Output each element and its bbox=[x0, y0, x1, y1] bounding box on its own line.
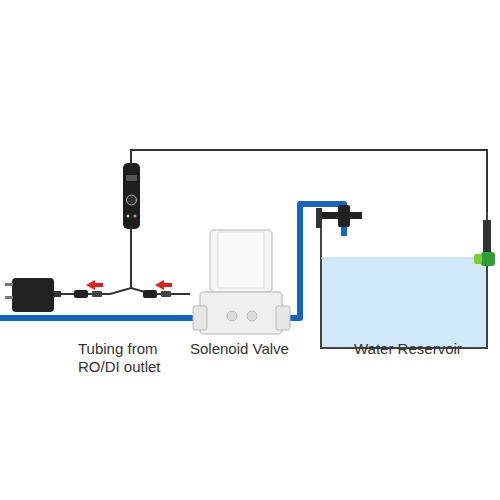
controller-cable bbox=[130, 228, 132, 288]
water-reservoir bbox=[321, 208, 487, 348]
direction-arrows bbox=[86, 280, 172, 290]
power-adapter bbox=[5, 278, 61, 312]
plug bbox=[143, 290, 157, 298]
plug bbox=[92, 291, 102, 297]
solenoid-valve bbox=[193, 230, 290, 334]
inlet-label: Tubing from RO/DI outlet bbox=[78, 340, 178, 376]
tube-holder bbox=[316, 205, 362, 228]
controller bbox=[123, 163, 140, 229]
sensor-wire bbox=[131, 150, 487, 222]
plug bbox=[161, 291, 171, 297]
water-level-sensor bbox=[474, 220, 495, 266]
reservoir-label: Water Reservoir bbox=[354, 340, 494, 358]
valve-label: Solenoid Valve bbox=[190, 340, 310, 358]
inlet-tubing bbox=[0, 315, 196, 321]
plug bbox=[74, 290, 88, 298]
